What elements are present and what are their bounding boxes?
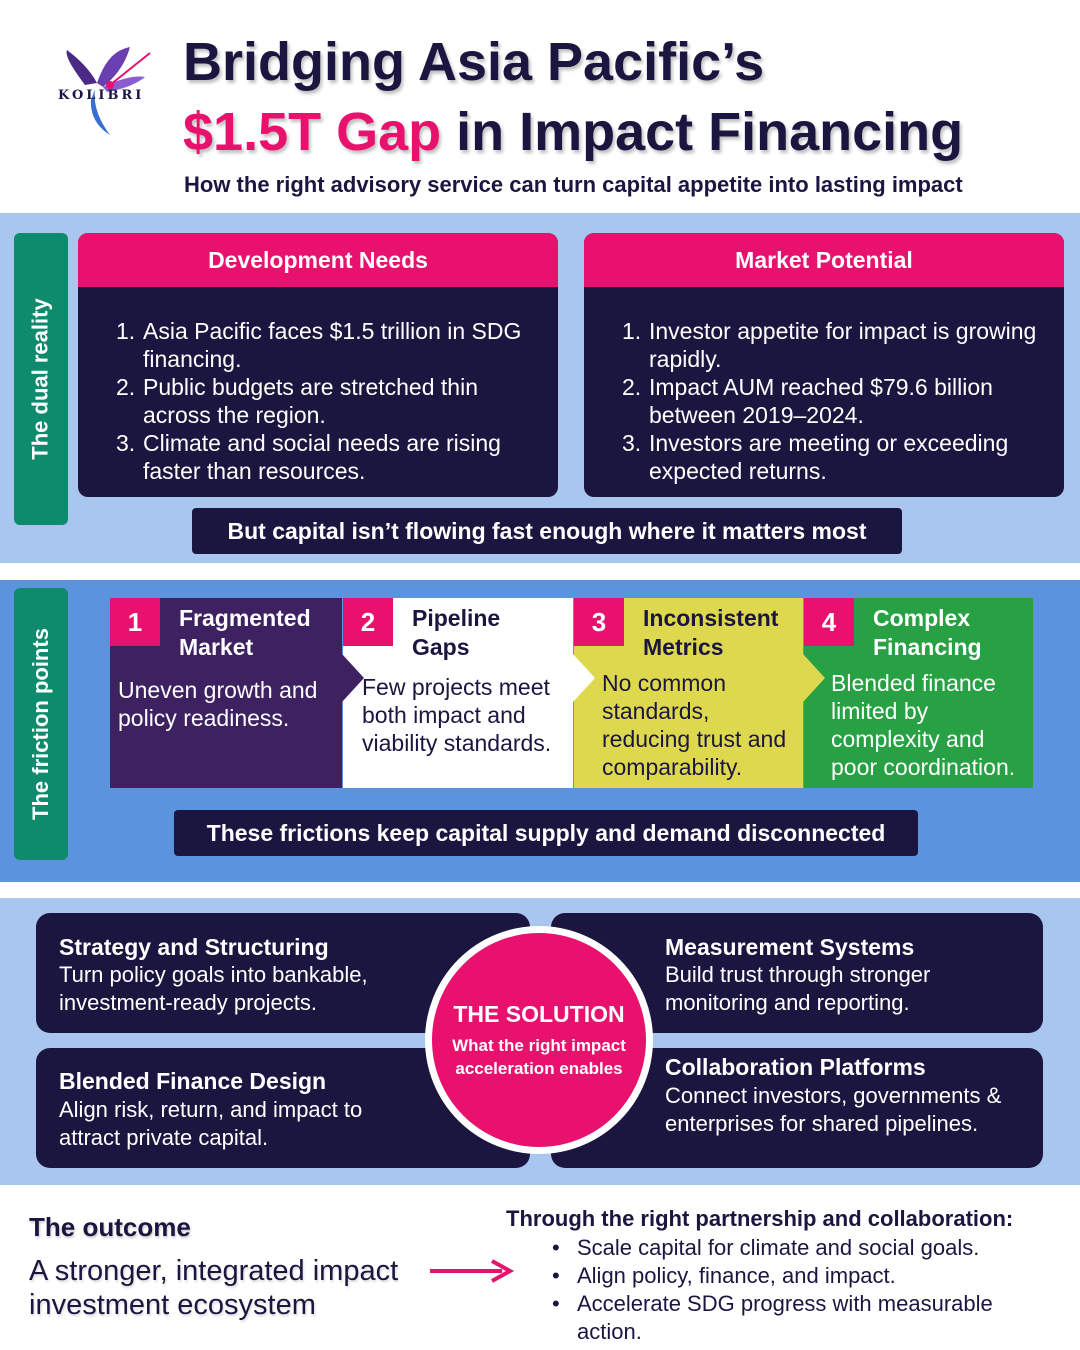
chevron-right-icon	[803, 654, 825, 702]
development-needs-list: 1.Asia Pacific faces $1.5 trillion in SD…	[78, 287, 558, 485]
friction-number: 2	[343, 598, 393, 646]
title-rest: in Impact Financing	[441, 102, 964, 162]
friction-title: Complex Financing	[873, 605, 982, 660]
dual-reality-tab-label: The dual reality	[28, 298, 54, 460]
page-title-line1: Bridging Asia Pacific’s	[183, 32, 765, 92]
friction-point-1: 1 Fragmented Market Uneven growth and po…	[110, 598, 342, 788]
outcome-text: A stronger, integrated impact investment…	[29, 1255, 399, 1321]
market-potential-list: 1.Investor appetite for impact is growin…	[584, 287, 1064, 485]
solution-body: Connect investors, governments & enterpr…	[665, 1083, 1002, 1136]
dual-reality-tab: The dual reality	[14, 233, 68, 525]
solution-title: Blended Finance Design	[59, 1068, 327, 1094]
solution-hub: THE SOLUTION What the right impact accel…	[425, 926, 653, 1154]
partnership-title: Through the right partnership and collab…	[506, 1206, 1014, 1231]
outcome-label: The outcome	[29, 1212, 191, 1242]
title-accent: $1.5T Gap	[183, 102, 442, 162]
list-item: 2.Public budgets are stretched thin acro…	[116, 374, 478, 428]
list-item: •Accelerate SDG progress with measurable…	[552, 1291, 993, 1344]
friction-number: 3	[574, 598, 624, 646]
solution-body: Align risk, return, and impact to attrac…	[59, 1097, 363, 1150]
solution-body: Turn policy goals into bankable, investm…	[59, 962, 368, 1015]
solution-hub-title: THE SOLUTION	[453, 1000, 625, 1027]
list-item: •Align policy, finance, and impact.	[552, 1263, 896, 1288]
friction-title: Inconsistent Metrics	[643, 605, 779, 660]
list-item: •Scale capital for climate and social go…	[552, 1235, 980, 1260]
partnership-list: •Scale capital for climate and social go…	[552, 1234, 1052, 1346]
solution-title: Measurement Systems	[665, 934, 915, 960]
dual-reality-callout: But capital isn’t flowing fast enough wh…	[192, 508, 902, 554]
logo-text: KOLIBRI	[58, 88, 145, 103]
friction-number: 4	[804, 598, 854, 646]
friction-title: Fragmented Market	[179, 605, 311, 660]
market-potential-card: Market Potential 1.Investor appetite for…	[584, 233, 1064, 497]
friction-point-4: 4 Complex Financing Blended finance limi…	[804, 598, 1033, 788]
list-item: 1.Investor appetite for impact is growin…	[622, 318, 1037, 372]
friction-number: 1	[110, 598, 160, 646]
friction-body: Blended finance limited by complexity an…	[831, 670, 1016, 780]
friction-points-tab-label: The friction points	[28, 628, 54, 820]
development-needs-title: Development Needs	[78, 233, 558, 287]
hummingbird-logo-icon	[66, 47, 151, 135]
page-title-line2: $1.5T Gap in Impact Financing	[183, 102, 963, 162]
chevron-right-icon	[342, 654, 364, 702]
friction-points-tab: The friction points	[14, 588, 68, 860]
market-potential-title: Market Potential	[584, 233, 1064, 287]
friction-body: No common standards, reducing trust and …	[602, 670, 787, 780]
list-item: 1.Asia Pacific faces $1.5 trillion in SD…	[116, 318, 522, 372]
solution-body: Build trust through stronger monitoring …	[665, 962, 931, 1015]
arrow-right-icon	[430, 1259, 515, 1283]
friction-point-2: 2 Pipeline Gaps Few projects meet both i…	[343, 598, 573, 788]
list-item: 3.Climate and social needs are rising fa…	[116, 430, 501, 484]
development-needs-card: Development Needs 1.Asia Pacific faces $…	[78, 233, 558, 497]
friction-title: Pipeline Gaps	[412, 605, 501, 660]
solution-title: Collaboration Platforms	[665, 1054, 926, 1080]
chevron-right-icon	[573, 654, 595, 702]
page-subtitle: How the right advisory service can turn …	[184, 172, 963, 197]
solution-title: Strategy and Structuring	[59, 934, 329, 960]
friction-points-callout: These frictions keep capital supply and …	[174, 810, 918, 856]
solution-hub-subtitle: What the right impact acceleration enabl…	[452, 1035, 626, 1078]
friction-body: Few projects meet both impact and viabil…	[362, 674, 552, 756]
friction-body: Uneven growth and policy readiness.	[118, 677, 318, 731]
friction-point-3: 3 Inconsistent Metrics No common standar…	[574, 598, 803, 788]
list-item: 2.Impact AUM reached $79.6 billion betwe…	[622, 374, 993, 428]
list-item: 3.Investors are meeting or exceeding exp…	[622, 430, 1009, 484]
